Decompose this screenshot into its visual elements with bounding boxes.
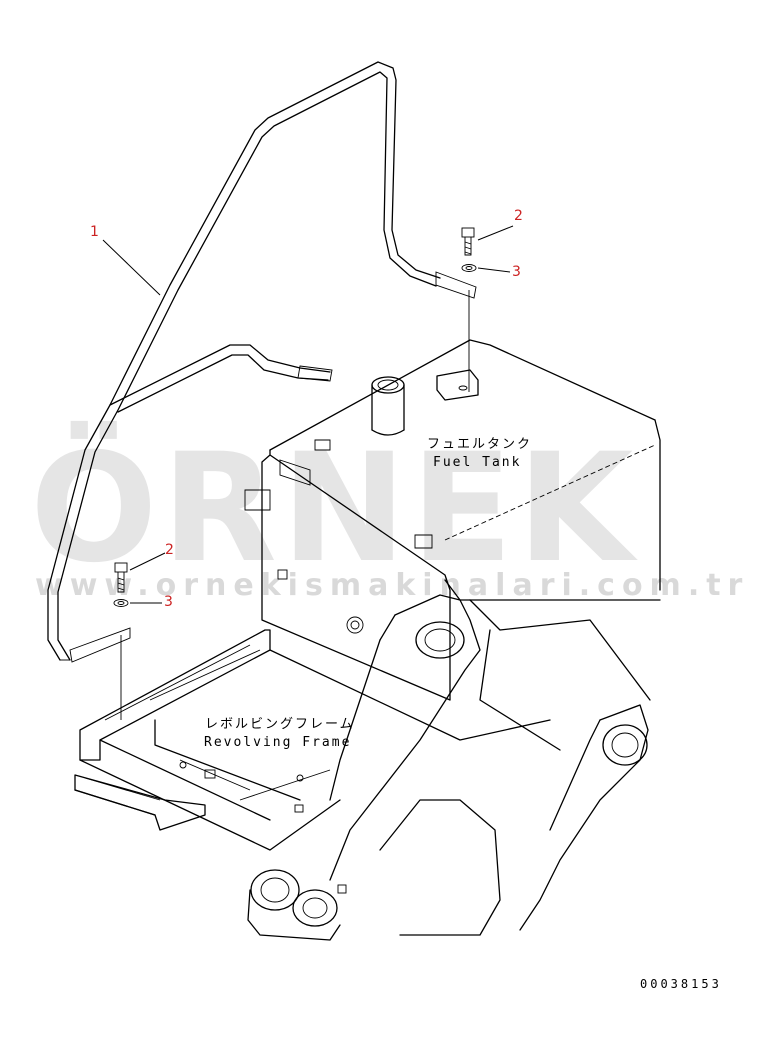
watermark: ÖRNEK www.ornekismakinalari.com.tr [30, 420, 749, 603]
washer-left [113, 599, 129, 607]
watermark-brand: ÖRNEK [30, 420, 638, 596]
leader-handrail [102, 239, 161, 296]
document-number: 00038153 [640, 977, 722, 991]
callout-handrail: 1 [90, 224, 99, 240]
callout-bolt-right: 2 [514, 208, 523, 224]
washer-right [461, 264, 477, 272]
filler-neck [371, 376, 405, 436]
callout-bolt-left: 2 [165, 542, 174, 558]
watermark-url: www.ornekismakinalari.com.tr [35, 568, 749, 603]
revolving-frame-label-en: Revolving Frame [204, 735, 351, 750]
bolt-left [114, 562, 128, 593]
leader-washer-right [477, 267, 511, 273]
bolt-right [461, 227, 475, 256]
fuel-tank-label-jp: フュエルタンク [427, 437, 532, 452]
revolving-frame-label-jp: レボルビングフレーム [205, 717, 355, 732]
callout-washer-right: 3 [512, 264, 521, 280]
callout-washer-left: 3 [164, 594, 173, 610]
leader-bolt-left [129, 552, 166, 571]
handrail [47, 61, 477, 663]
leader-bolt-right [477, 225, 514, 241]
revolving-frame [74, 594, 651, 941]
fuel-tank-label-en: Fuel Tank [433, 455, 521, 470]
